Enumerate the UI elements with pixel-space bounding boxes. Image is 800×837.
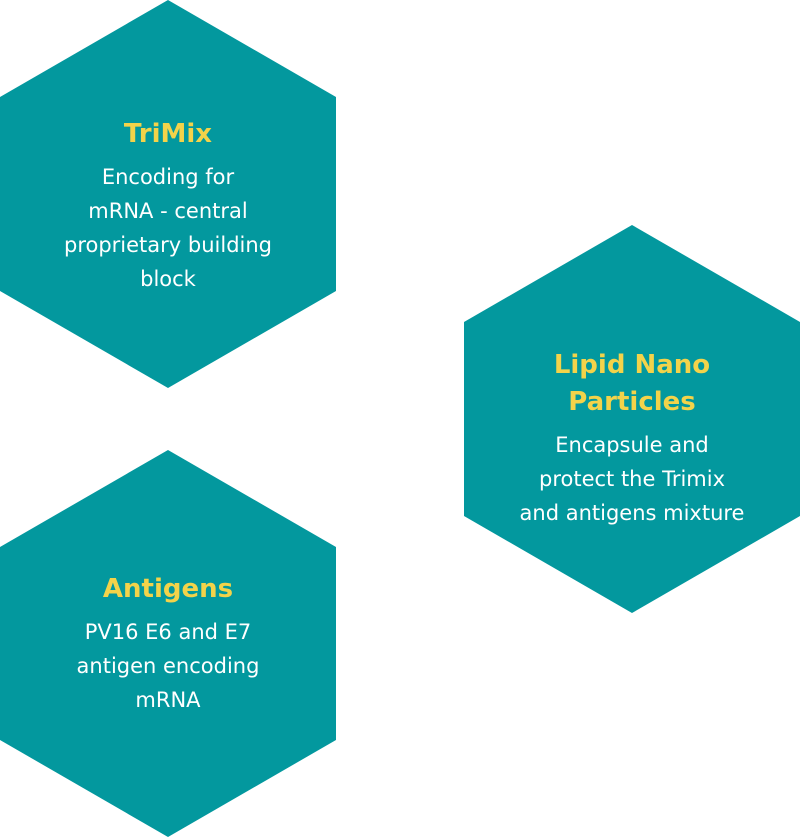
hexagon-shape bbox=[464, 225, 800, 613]
hexagon-content: Antigens PV16 E6 and E7 antigen encoding… bbox=[0, 450, 336, 837]
hexagon-title: TriMix bbox=[123, 119, 213, 149]
hexagon-antigens: Antigens PV16 E6 and E7 antigen encoding… bbox=[0, 450, 336, 837]
hexagon-content: TriMix Encoding for mRNA - central propr… bbox=[0, 0, 336, 388]
hexagon-shape bbox=[0, 450, 336, 837]
hexagon-lipid-nano-particles: Lipid Nano Particles Encapsule and prote… bbox=[464, 225, 800, 613]
hexagon-description: PV16 E6 and E7 antigen encoding mRNA bbox=[76, 619, 260, 712]
hexagon-content: Lipid Nano Particles Encapsule and prote… bbox=[464, 225, 800, 613]
hexagon-title: Lipid Nano Particles bbox=[553, 349, 711, 417]
hexagon-shape bbox=[0, 0, 336, 388]
hexagon-title: Antigens bbox=[102, 573, 234, 604]
hexagon-description: Encoding for mRNA - central proprietary … bbox=[63, 165, 273, 291]
hexagon-trimix: TriMix Encoding for mRNA - central propr… bbox=[0, 0, 336, 388]
hexagon-description: Encapsule and protect the Trimix and ant… bbox=[519, 432, 745, 525]
